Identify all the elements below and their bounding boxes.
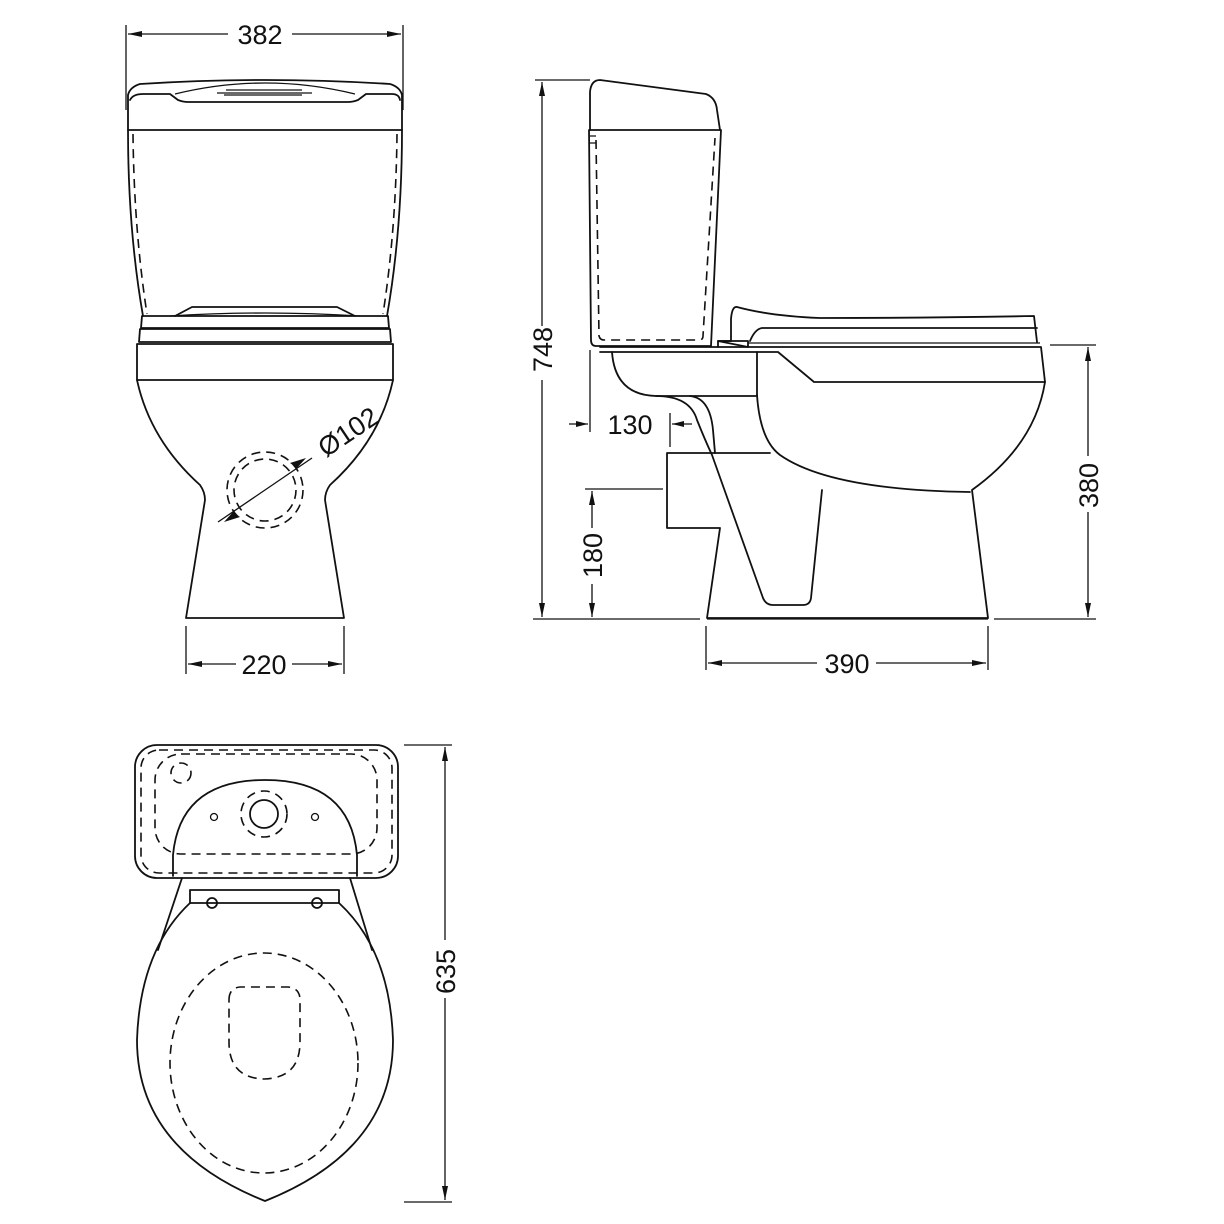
- dim-label-382: 382: [237, 20, 282, 50]
- dimension-overall-depth: 635: [404, 744, 461, 1203]
- dim-label-d102: Ø102: [313, 401, 385, 463]
- dim-label-748: 748: [528, 327, 558, 372]
- dimension-pan-height: 380: [994, 344, 1104, 620]
- side-elevation-view: [533, 79, 1046, 620]
- plan-view: [134, 744, 399, 1202]
- dimension-overall-width: 382: [125, 20, 404, 110]
- dimension-base-depth: 390: [705, 626, 989, 679]
- dimension-base-width: 220: [185, 626, 345, 680]
- dim-label-380: 380: [1074, 463, 1104, 508]
- dim-label-130: 130: [607, 410, 652, 440]
- front-elevation-view: [127, 79, 403, 619]
- dimension-overall-height: 748: [528, 79, 590, 617]
- dimension-wall-to-outlet: 130: [569, 350, 692, 447]
- dim-label-220: 220: [241, 650, 286, 680]
- dimension-outlet-diameter: Ø102: [313, 401, 385, 463]
- dimension-outlet-height: 180: [578, 488, 663, 617]
- dim-label-390: 390: [824, 649, 869, 679]
- dim-label-180: 180: [578, 533, 608, 578]
- dim-label-635: 635: [431, 949, 461, 994]
